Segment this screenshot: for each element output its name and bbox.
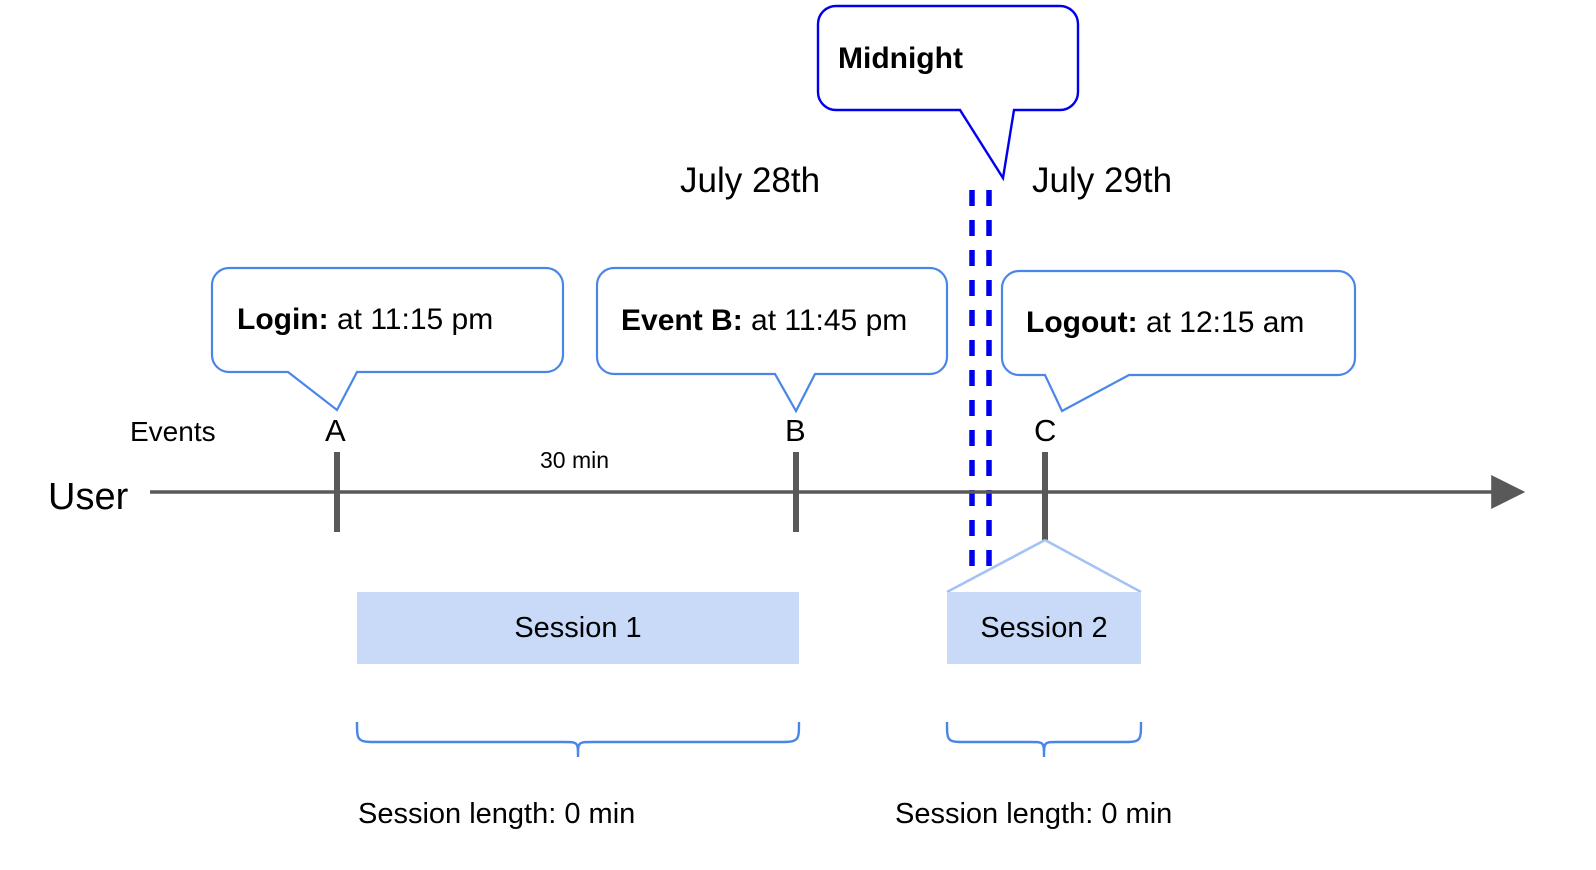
day-label-july-28: July 28th <box>680 161 821 200</box>
callout-shape-eventb <box>595 266 949 414</box>
brace-session2 <box>945 721 1143 758</box>
callout-eventb-value: at 11:45 pm <box>751 304 908 337</box>
session-length-label-1: Session length: 0 min <box>358 798 636 830</box>
session-box-2: Session 2 <box>947 592 1141 664</box>
lane-label-events: Events <box>130 416 216 447</box>
event-marker-label-c: C <box>1034 413 1057 448</box>
gap-duration-label: 30 min <box>540 447 610 473</box>
lane-label-user: User <box>48 476 129 518</box>
midnight-callout-label: Midnight <box>838 42 963 75</box>
callout-shape-login <box>210 266 565 412</box>
callout-eventb: Event B: at 11:45 pm <box>621 306 907 336</box>
callout-logout-value: at 12:15 am <box>1145 306 1305 339</box>
session-box-1-label: Session 1 <box>514 611 642 644</box>
callout-eventb-label: Event B: <box>621 304 743 337</box>
event-marker-label-b: B <box>785 413 806 448</box>
brace-session1 <box>355 721 801 758</box>
day-label-july-29: July 29th <box>1032 161 1173 200</box>
callout-login: Login: at 11:15 pm <box>237 305 493 335</box>
callout-logout: Logout: at 12:15 am <box>1026 308 1304 338</box>
session-box-1: Session 1 <box>357 592 799 664</box>
leader-line-session2-right <box>1044 538 1142 594</box>
session-box-2-label: Session 2 <box>980 611 1108 644</box>
callout-login-value: at 11:15 pm <box>336 303 494 336</box>
event-marker-label-a: A <box>325 413 346 448</box>
callout-login-label: Login: <box>237 303 329 336</box>
midnight-callout-shape <box>816 4 1080 182</box>
callout-shape-logout <box>1000 269 1357 413</box>
session-length-label-2: Session length: 0 min <box>895 798 1173 830</box>
callout-logout-label: Logout: <box>1026 306 1138 339</box>
leader-line-session2-left <box>946 538 1046 594</box>
